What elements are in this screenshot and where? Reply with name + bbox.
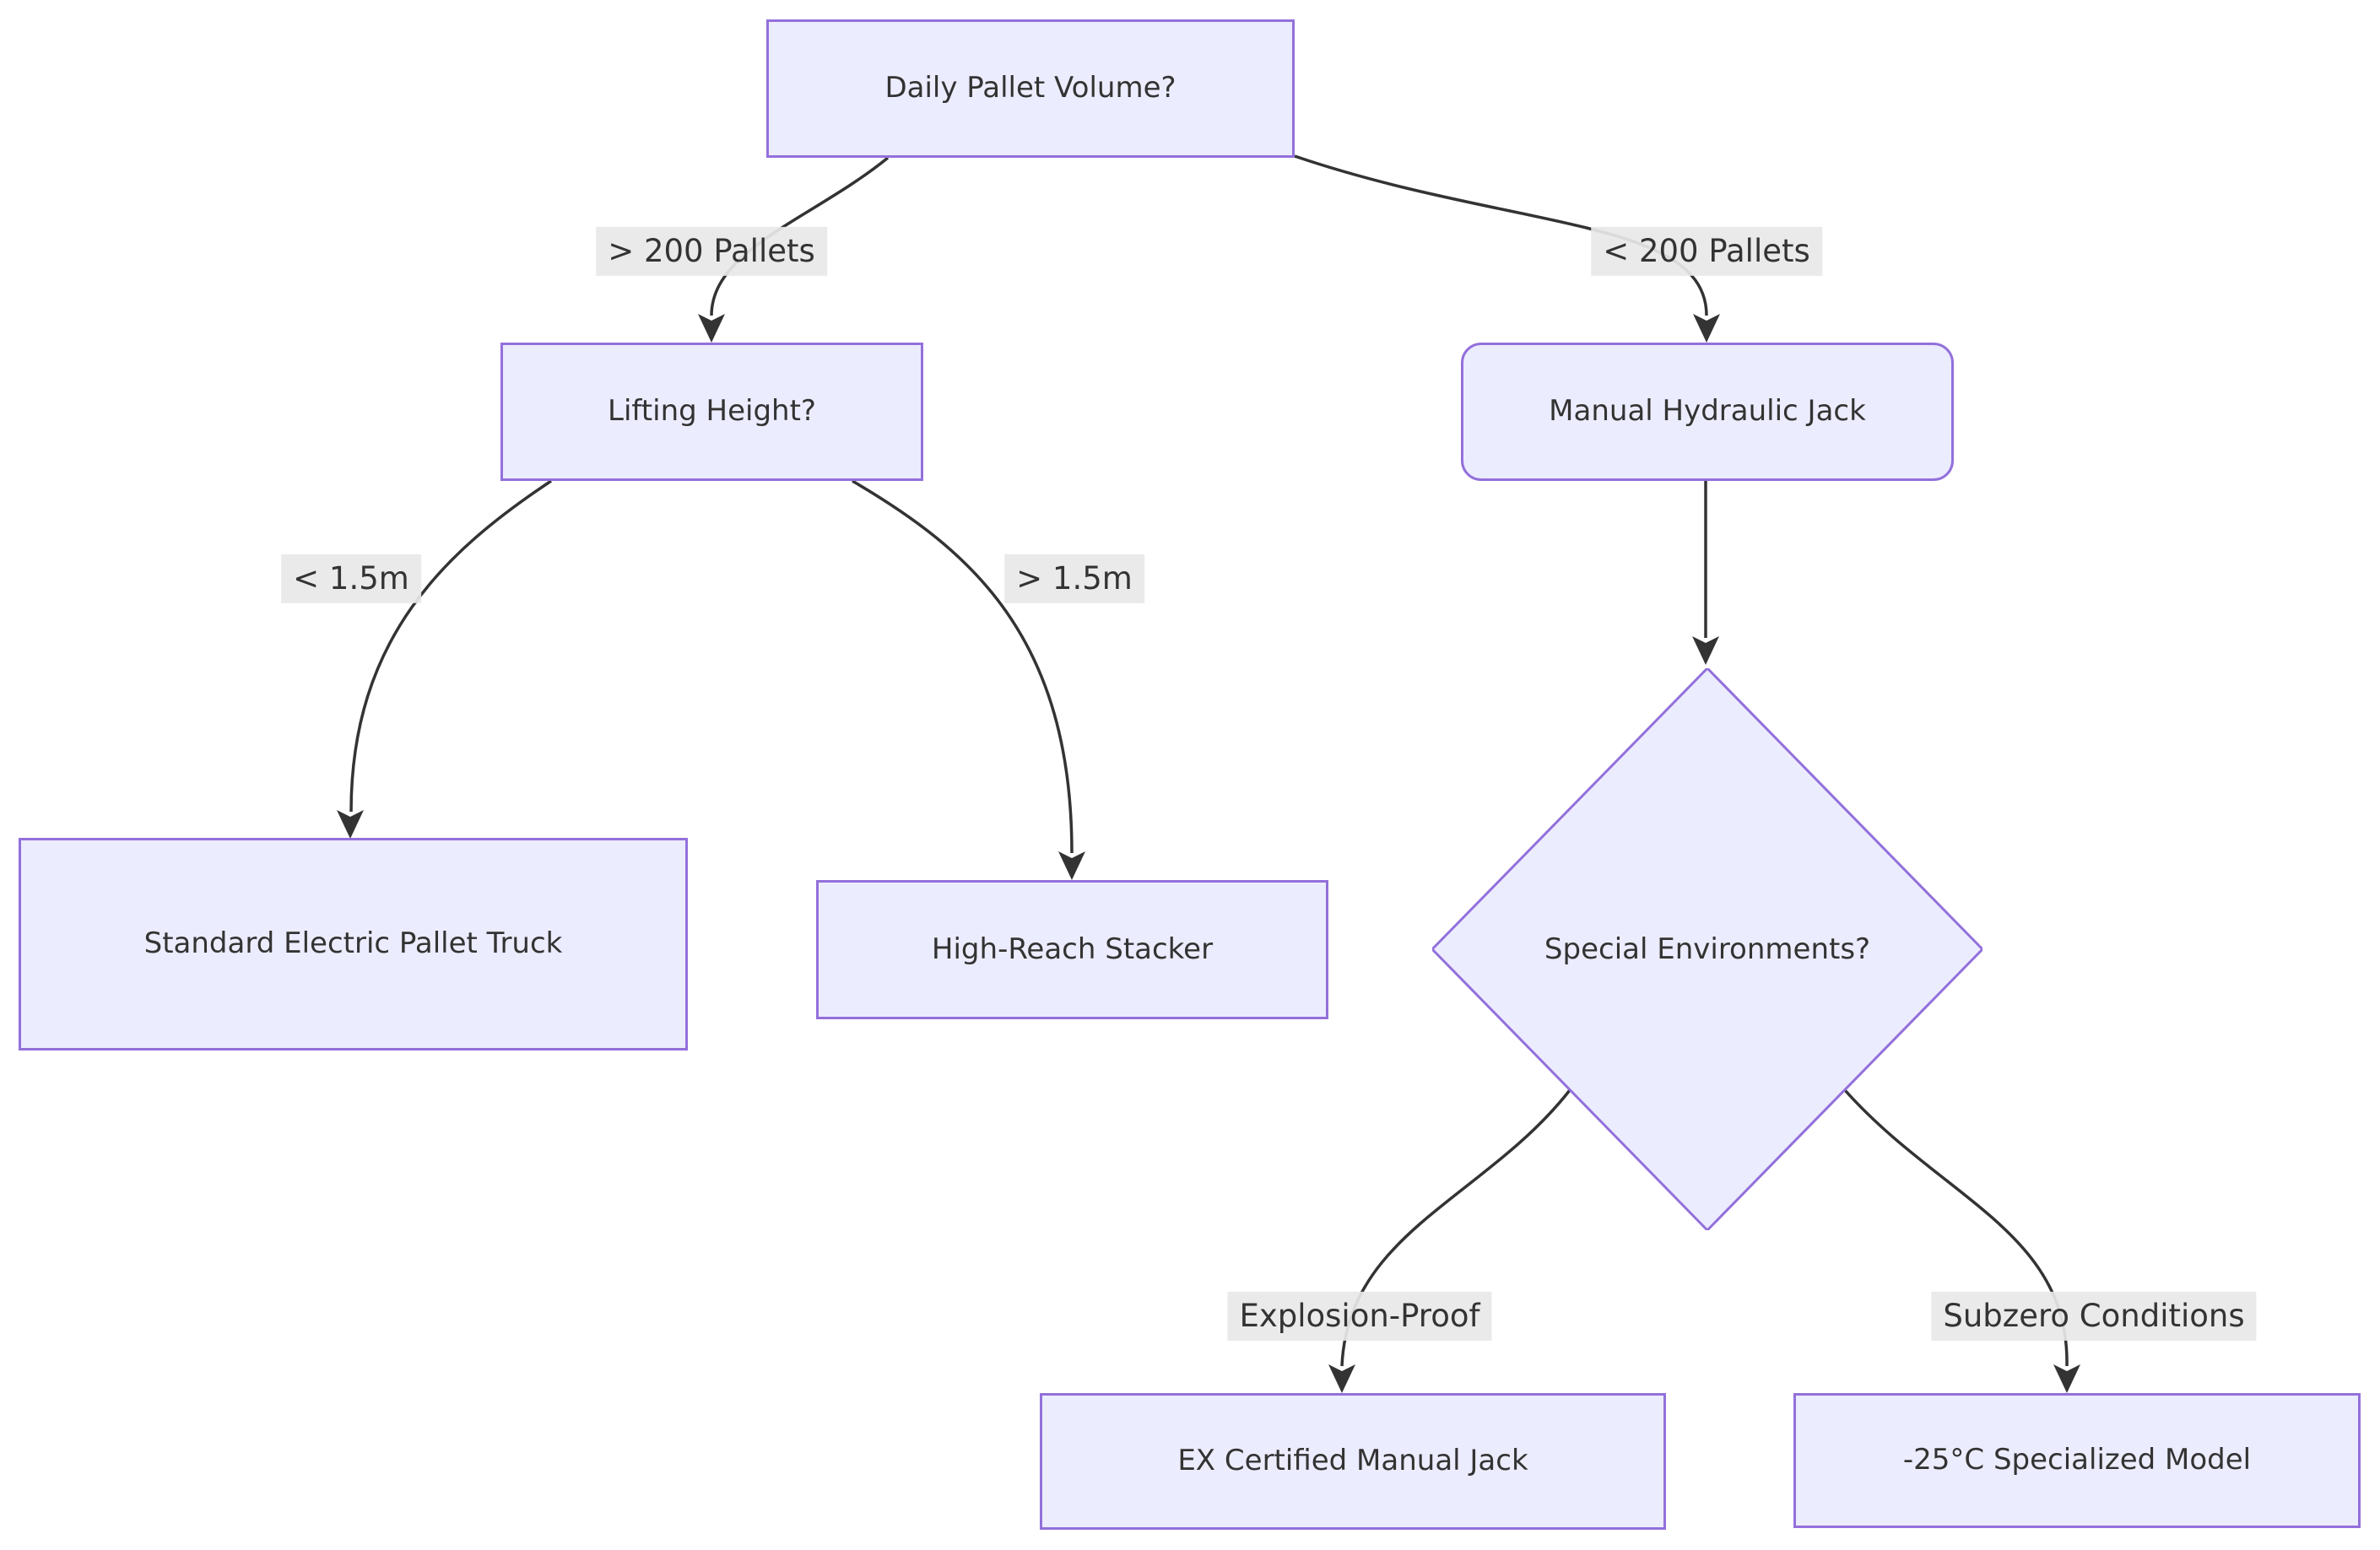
node-label: EX Certified Manual Jack [1177,1444,1528,1478]
node-label: Manual Hydraulic Jack [1549,394,1866,429]
node-subzero-specialized-model: -25°C Specialized Model [1793,1393,2361,1528]
node-label: Standard Electric Pallet Truck [143,926,563,961]
node-label: Special Environments? [1544,932,1871,966]
node-special-environments: Special Environments? [1432,668,1982,1230]
edge-label-lt-1-5m: < 1.5m [281,554,421,604]
node-label: Daily Pallet Volume? [884,71,1176,105]
edge-label-lt-200-pallets: < 200 Pallets [1591,226,1822,277]
edge-label-gt-200-pallets: > 200 Pallets [596,226,827,277]
node-label: High-Reach Stacker [931,932,1214,966]
node-manual-hydraulic-jack: Manual Hydraulic Jack [1461,343,1954,481]
arrowhead-icon [1328,1364,1355,1393]
arrowhead-icon [337,810,364,839]
node-label: Lifting Height? [608,394,816,429]
arrowhead-icon [2053,1364,2080,1393]
arrowhead-icon [1693,314,1720,343]
edge-volume-to-manual-jack [1294,154,1708,316]
arrowhead-icon [1692,636,1719,665]
edge-lifting-to-highreach [852,479,1074,854]
diamond-shape [1432,668,1982,1230]
arrowhead-icon [1058,851,1085,880]
edge-label-subzero-conditions: Subzero Conditions [1931,1291,2257,1342]
edge-lifting-to-standard [349,479,552,813]
edge-label-gt-1-5m: > 1.5m [1004,554,1144,604]
node-lifting-height: Lifting Height? [500,343,923,481]
node-high-reach-stacker: High-Reach Stacker [816,880,1328,1019]
node-ex-certified-manual-jack: EX Certified Manual Jack [1040,1393,1666,1530]
node-label: -25°C Specialized Model [1902,1443,2252,1477]
edge-label-explosion-proof: Explosion-Proof [1227,1291,1492,1342]
arrowhead-icon [698,314,725,343]
node-standard-electric-pallet-truck: Standard Electric Pallet Truck [19,838,688,1050]
node-daily-pallet-volume: Daily Pallet Volume? [766,19,1295,158]
